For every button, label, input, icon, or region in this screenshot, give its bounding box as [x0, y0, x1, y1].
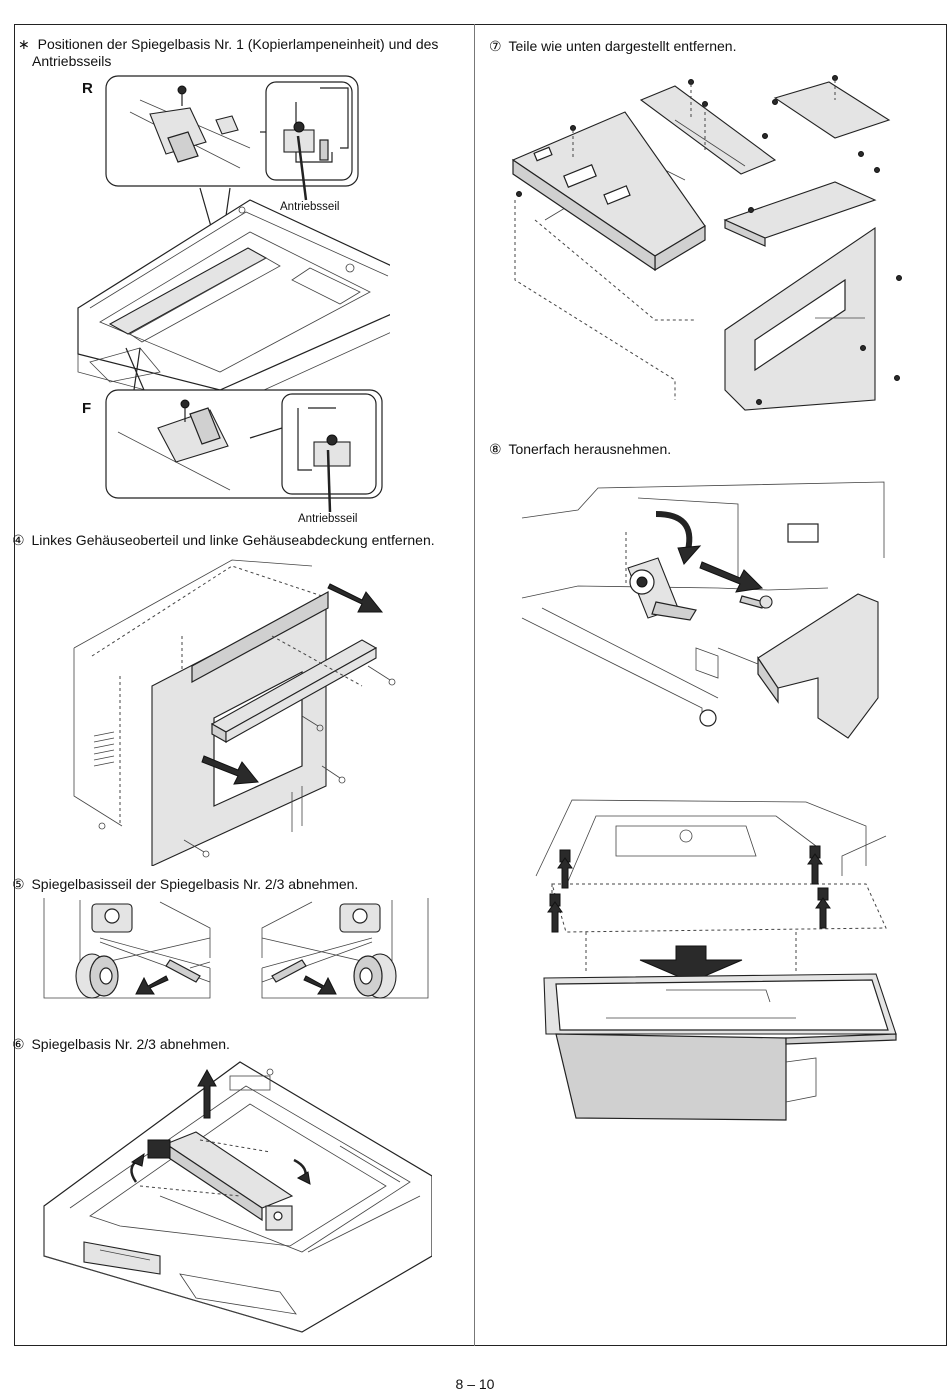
step-4-text: Linkes Gehäuseoberteil und linke Gehäuse… — [31, 532, 435, 548]
toner-screw-figure — [518, 478, 890, 748]
step-8-heading: ⑧ Tonerfach herausnehmen. — [489, 441, 671, 458]
note-heading-line2: Antriebsseils — [32, 53, 112, 69]
callout-drive-wire-bottom: Antriebsseil — [298, 513, 358, 525]
label-r: R — [82, 80, 93, 97]
step-5-text: Spiegelbasisseil der Spiegelbasis Nr. 2/… — [31, 876, 359, 892]
step-5-heading: ⑤ Spiegelbasisseil der Spiegelbasis Nr. … — [12, 876, 358, 893]
step-6-heading: ⑥ Spiegelbasis Nr. 2/3 abnehmen. — [12, 1036, 230, 1053]
note-bullet: ∗ — [18, 36, 30, 52]
left-cover-removal-figure — [72, 556, 412, 866]
toner-tray-removal-figure — [526, 796, 900, 1126]
callout-drive-wire-top: Antriebsseil — [280, 201, 340, 213]
step-7-text: Teile wie unten dargestellt entfernen. — [508, 38, 737, 54]
step-7-heading: ⑦ Teile wie unten dargestellt entfernen. — [489, 38, 737, 55]
step-4-number: ④ — [12, 532, 25, 548]
mirror-base-positions-figure — [70, 72, 390, 512]
mirror-wire-removal-figure — [40, 898, 432, 1028]
label-f: F — [82, 400, 92, 417]
note-heading-text: Positionen der Spiegelbasis Nr. 1 (Kopie… — [37, 36, 439, 52]
step-6-text: Spiegelbasis Nr. 2/3 abnehmen. — [31, 1036, 230, 1052]
column-divider — [474, 24, 475, 1346]
step-5-number: ⑤ — [12, 876, 25, 892]
step-8-text: Tonerfach herausnehmen. — [508, 441, 672, 457]
step-6-number: ⑥ — [12, 1036, 25, 1052]
page-number: 8 – 10 — [455, 1376, 495, 1392]
step-7-number: ⑦ — [489, 38, 502, 54]
note-heading-line1: ∗ Positionen der Spiegelbasis Nr. 1 (Kop… — [18, 36, 438, 53]
page-frame — [14, 24, 947, 1346]
mirror-base-removal-figure — [40, 1056, 432, 1336]
step-4-heading: ④ Linkes Gehäuseoberteil und linke Gehäu… — [12, 532, 435, 549]
parts-removal-figure — [505, 70, 910, 420]
step-8-number: ⑧ — [489, 441, 502, 457]
